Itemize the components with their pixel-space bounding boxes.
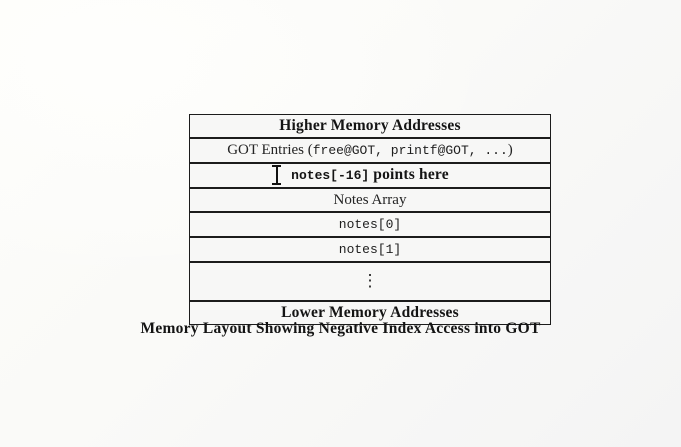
memory-region-cell: Lower Memory Addresses [189,300,551,325]
got-entries-prefix: GOT Entries ( [227,142,313,158]
notes-negative-index-annotation: points here [369,166,449,183]
memory-region-cell: Higher Memory Addresses [189,114,551,139]
figure-caption: Memory Layout Showing Negative Index Acc… [0,320,681,338]
table-row-notes-0: notes[0] [189,211,551,238]
figure-caption-text: Memory Layout Showing Negative Index Acc… [140,320,541,337]
memory-region-cell: GOT Entries (free@GOT, printf@GOT, ...) [189,137,551,164]
memory-layout-table-body: Higher Memory Addresses GOT Entries (fre… [189,114,551,325]
table-row-notes-negative-index: notes[-16] points here [189,162,551,189]
table-row-notes-array: Notes Array [189,187,551,213]
notes-0-label: notes[0] [338,217,402,232]
memory-region-cell: ⋮ [189,261,551,302]
memory-region-cell: notes[0] [189,211,551,238]
table-row-lower-memory-addresses: Lower Memory Addresses [189,300,551,325]
memory-region-cell: notes[-16] points here [189,162,551,189]
got-entries-suffix: ) [507,142,513,158]
table-row-higher-memory-addresses: Higher Memory Addresses [189,114,551,139]
notes-1-label: notes[1] [338,242,402,257]
memory-layout-table: Higher Memory Addresses GOT Entries (fre… [189,114,551,325]
memory-region-cell: Notes Array [189,187,551,213]
lower-memory-addresses-label: Lower Memory Addresses [281,304,459,321]
got-entries-symbols: free@GOT, printf@GOT, ... [312,143,508,158]
table-row-got-entries: GOT Entries (free@GOT, printf@GOT, ...) [189,137,551,164]
notes-array-label: Notes Array [333,192,407,208]
higher-memory-addresses-label: Higher Memory Addresses [279,117,461,134]
vertical-ellipsis-icon: ⋮ [361,271,379,290]
table-row-notes-1: notes[1] [189,236,551,263]
table-row-vertical-ellipsis: ⋮ [189,261,551,302]
notes-negative-index-expression: notes[-16] [291,168,370,183]
memory-region-cell: notes[1] [189,236,551,263]
